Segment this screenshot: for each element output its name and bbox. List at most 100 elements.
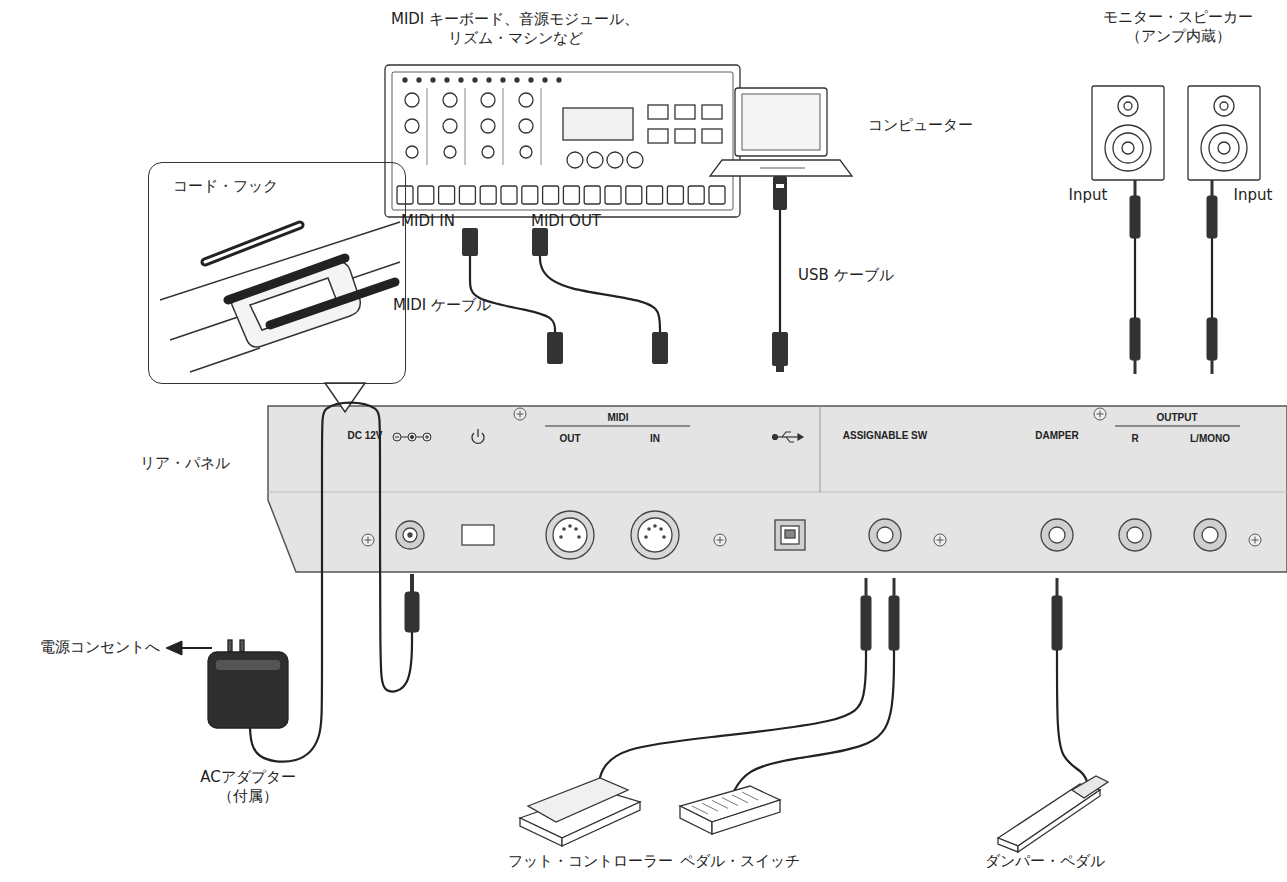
panel-jacks [1119,519,1151,551]
usb-symbol [773,432,804,442]
panel-jacks [1194,519,1226,551]
speaker-plugs [1130,318,1140,360]
damper-pedal [998,838,1018,852]
pedal-plugs [861,596,871,650]
jack-label: IN [650,433,660,444]
usb-plugs [776,364,784,372]
cables [779,210,781,332]
monitor-speakers [1092,86,1164,180]
monitor-speakers [1124,102,1132,110]
dc-plug [405,592,419,632]
panel-screws [362,534,374,546]
pedal-plugs [1052,596,1062,650]
panel-screws [514,408,526,420]
monitor-speakers [1220,102,1228,110]
cord-hook-picture [228,258,345,300]
ac-adapter [216,660,280,670]
foot-controller [520,778,640,846]
midi-pins [577,535,581,539]
foot-controller [562,802,640,846]
midi-device [688,186,704,204]
cord-hook-picture [270,282,395,325]
usb-symbol [798,434,803,440]
monitor-speakers [1122,142,1134,154]
panel-jacks [1041,519,1073,551]
cables [1134,238,1136,318]
outlet-arrow [166,641,182,655]
panel-screws [1249,534,1261,546]
speaker-plugs [1211,180,1214,196]
panel-screws [520,411,521,418]
panel-jacks [1049,527,1065,543]
speaker-plugs [1134,360,1137,374]
panel-jacks [775,520,805,550]
usb-plugs [772,332,788,366]
speaker-plugs [1130,196,1140,238]
pedal-plugs [861,578,1062,650]
monitor-speakers [1201,125,1247,171]
pedal-switch-ridges [712,800,728,808]
rear-panel: リア・パネルDC 12VMIDIOUTINASSIGNABLE SWDAMPER… [268,406,1287,572]
panel-screws [1094,408,1106,420]
ac-adapter [228,640,232,652]
panel-screws [940,537,941,544]
midi-device [385,65,740,217]
monitor-speakers [1113,133,1143,163]
midi-device [427,88,428,165]
speaker-plugs [1207,318,1217,360]
speaker-plugs [1130,180,1217,374]
panel-jacks [631,511,679,559]
speaker-plugs [1207,196,1217,238]
device-caption: フット・コントローラー [508,852,673,871]
midi-device [519,93,533,107]
callout-box: コード・フック [148,162,406,384]
device-caption: ダンパー・ペダル [985,852,1105,871]
callout-pointer [325,383,365,412]
midi-device [567,152,583,168]
panel-jacks [869,519,901,551]
dc-polarity-symbol [408,433,416,441]
panel-screws [1255,537,1256,544]
speaker-plugs [1211,360,1214,374]
connector-label: MIDI IN [401,212,455,231]
midi-device [709,186,725,204]
connector-label: MIDI OUT [531,212,601,231]
midi-device [515,78,519,82]
midi-device [529,78,533,82]
midi-pins [574,527,578,531]
ac-adapter [208,640,288,728]
midi-device [482,146,494,158]
midi-device [563,186,579,204]
midi-device [543,78,547,82]
monitor-speakers [1214,96,1234,116]
computer [710,160,852,176]
midi-device [626,186,642,204]
cord-hook-picture [205,225,300,262]
panel-screws [1100,411,1101,418]
midi-device [417,78,421,82]
computer [710,88,852,176]
jack-label: DAMPER [1035,430,1078,441]
device-caption: MIDI キーボード、音源モジュール、 リズム・マシンなど [375,10,655,48]
midi-device-connectors [462,228,478,256]
device-caption: コンピューター [868,116,973,135]
midi-device [481,119,495,133]
midi-device [503,88,504,165]
panel-screws [934,534,946,546]
midi-device [627,152,643,168]
midi-device [405,93,419,107]
rear-panel-body [545,426,690,427]
midi-device [522,186,538,204]
ac-adapter [240,640,244,652]
midi-device [675,129,695,143]
midi-device [587,152,603,168]
pedal-plugs [1056,578,1059,596]
pedal-switch [680,786,780,834]
midi-device [541,88,542,165]
midi-device [405,119,419,133]
midi-device [480,186,496,204]
monitor-speakers [1118,96,1138,116]
midi-device [459,186,475,204]
